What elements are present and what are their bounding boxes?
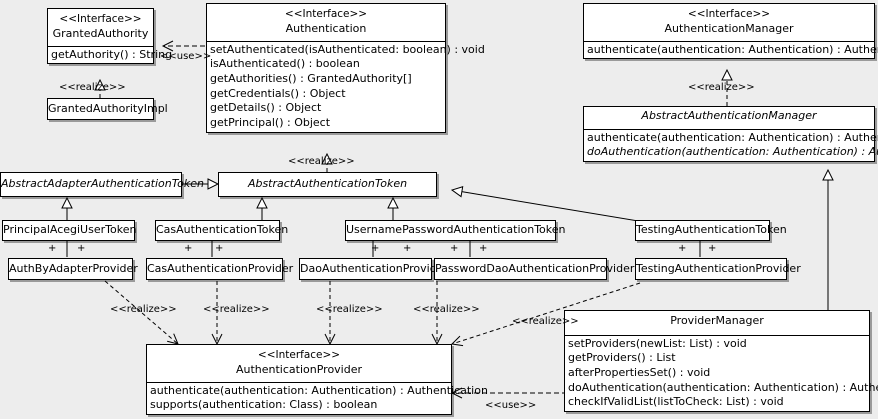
class-name: PasswordDaoAuthenticationProvider bbox=[435, 261, 635, 275]
class-granted-authority-impl[interactable]: GrantedAuthorityImpl bbox=[47, 98, 168, 120]
method-item: supports(authentication: Class) : boolea… bbox=[150, 398, 378, 412]
class-name: AuthenticationManager bbox=[664, 22, 794, 36]
method-item: isAuthenticated() : boolean bbox=[210, 57, 360, 71]
method-item: getProviders() : List bbox=[568, 351, 676, 365]
class-name: TestingAuthenticationToken bbox=[636, 223, 787, 237]
class-dao-authentication-provider[interactable]: DaoAuthenticationProvider bbox=[299, 258, 448, 280]
edge-label-realize-abstractauthenticationmanager: <<realize>> bbox=[688, 82, 755, 93]
class-name: Authentication bbox=[285, 22, 367, 36]
class-name: CasAuthenticationProvider bbox=[147, 261, 294, 275]
class-abstract-authentication-token[interactable]: AbstractAuthenticationToken bbox=[218, 172, 437, 197]
method-compartment: getAuthority() : String bbox=[48, 45, 173, 64]
class-authentication-provider[interactable]: <<Interface>> AuthenticationProvider aut… bbox=[146, 344, 488, 415]
multiplicity-marker: + bbox=[371, 243, 380, 254]
stereotype-label: <<Interface>> bbox=[257, 349, 341, 361]
class-name: TestingAuthenticationProvider bbox=[636, 261, 801, 275]
class-name: GrantedAuthority bbox=[52, 27, 149, 41]
stereotype-label: <<Interface>> bbox=[687, 8, 771, 20]
class-cas-authentication-provider[interactable]: CasAuthenticationProvider bbox=[146, 258, 294, 280]
method-item: authenticate(authentication: Authenticat… bbox=[150, 383, 488, 397]
class-password-dao-authentication-provider[interactable]: PasswordDaoAuthenticationProvider bbox=[434, 258, 635, 280]
class-name: AuthByAdapterProvider bbox=[9, 261, 138, 275]
class-name: DaoAuthenticationProvider bbox=[300, 261, 448, 275]
class-name: AuthenticationProvider bbox=[235, 363, 363, 377]
edge-label-realize-testing: <<realize>> bbox=[512, 316, 579, 327]
method-item: getDetails() : Object bbox=[210, 101, 322, 115]
class-name: AbstractAuthenticationToken bbox=[247, 177, 408, 191]
edge-label-realize-cas: <<realize>> bbox=[203, 304, 270, 315]
class-cas-authentication-token[interactable]: CasAuthenticationToken bbox=[155, 220, 289, 241]
class-header: ProviderManager bbox=[565, 311, 869, 335]
class-name: CasAuthenticationToken bbox=[156, 223, 289, 237]
class-name: GrantedAuthorityImpl bbox=[48, 101, 168, 115]
method-item: doAuthentication(authentication: Authent… bbox=[587, 145, 878, 159]
edge-label-realize-passworddao: <<realize>> bbox=[413, 304, 480, 315]
method-item: getPrincipal() : Object bbox=[210, 115, 331, 129]
class-name: AbstractAdapterAuthenticationToken bbox=[1, 177, 204, 191]
edge-label-realize-dao: <<realize>> bbox=[316, 304, 383, 315]
class-abstract-adapter-authentication-token[interactable]: AbstractAdapterAuthenticationToken bbox=[0, 172, 204, 197]
edge-label-use-authentication-grantedauthority: <<use>> bbox=[160, 51, 212, 62]
class-username-password-authentication-token[interactable]: UsernamePasswordAuthenticationToken bbox=[345, 220, 566, 241]
method-compartment: setProviders(newList: List) : void getPr… bbox=[565, 334, 878, 411]
class-header: AbstractAuthenticationManager bbox=[584, 107, 874, 129]
multiplicity-marker: + bbox=[479, 243, 488, 254]
edge-label-realize-authbyadapter: <<realize>> bbox=[110, 304, 177, 315]
multiplicity-marker: + bbox=[678, 243, 687, 254]
method-item: doAuthentication(authentication: Authent… bbox=[568, 380, 878, 394]
method-item: getCredentials() : Object bbox=[210, 86, 346, 100]
multiplicity-marker: + bbox=[215, 243, 224, 254]
class-authentication-manager[interactable]: <<Interface>> AuthenticationManager auth… bbox=[583, 3, 878, 60]
multiplicity-marker: + bbox=[450, 243, 459, 254]
method-item: setProviders(newList: List) : void bbox=[568, 336, 747, 350]
multiplicity-marker: + bbox=[403, 243, 412, 254]
method-item: authenticate(authentication: Authenticat… bbox=[587, 42, 878, 56]
class-name: PrincipalAcegiUserToken bbox=[3, 223, 137, 237]
multiplicity-marker: + bbox=[184, 243, 193, 254]
stereotype-label: <<Interface>> bbox=[59, 13, 142, 25]
class-principal-acegi-user-token[interactable]: PrincipalAcegiUserToken bbox=[2, 220, 137, 241]
class-authentication[interactable]: <<Interface>> Authentication setAuthenti… bbox=[206, 3, 485, 133]
class-header: <<Interface>> GrantedAuthority bbox=[48, 9, 153, 46]
class-name: ProviderManager bbox=[670, 314, 764, 327]
multiplicity-marker: + bbox=[77, 243, 86, 254]
method-compartment: authenticate(authentication: Authenticat… bbox=[584, 40, 878, 59]
multiplicity-marker: + bbox=[708, 243, 717, 254]
class-header: <<Interface>> Authentication bbox=[207, 4, 445, 41]
edge-label-use-providermanager-authenticationprovider: <<use>> bbox=[485, 400, 537, 411]
stereotype-label: <<Interface>> bbox=[284, 8, 368, 20]
edge-label-realize-grantedauthorityimpl: <<realize>> bbox=[59, 82, 126, 93]
method-item: setAuthenticated(isAuthenticated: boolea… bbox=[210, 42, 485, 56]
class-name: UsernamePasswordAuthenticationToken bbox=[346, 223, 566, 237]
class-name: AbstractAuthenticationManager bbox=[641, 109, 817, 122]
class-header: <<Interface>> AuthenticationProvider bbox=[147, 345, 451, 382]
class-testing-authentication-token[interactable]: TestingAuthenticationToken bbox=[635, 220, 787, 241]
class-header: <<Interface>> AuthenticationManager bbox=[584, 4, 874, 41]
class-provider-manager[interactable]: ProviderManager setProviders(newList: Li… bbox=[564, 310, 878, 412]
method-item: authenticate(authentication: Authenticat… bbox=[587, 130, 878, 144]
method-item: afterPropertiesSet() : void bbox=[568, 365, 711, 379]
method-item: getAuthority() : String bbox=[51, 47, 173, 61]
method-compartment: authenticate(authentication: Authenticat… bbox=[584, 128, 878, 161]
class-abstract-authentication-manager[interactable]: AbstractAuthenticationManager authentica… bbox=[583, 106, 878, 162]
class-testing-authentication-provider[interactable]: TestingAuthenticationProvider bbox=[635, 258, 801, 280]
method-item: getAuthorities() : GrantedAuthority[] bbox=[210, 71, 412, 85]
class-auth-by-adapter-provider[interactable]: AuthByAdapterProvider bbox=[8, 258, 138, 280]
method-compartment: setAuthenticated(isAuthenticated: boolea… bbox=[207, 40, 485, 132]
method-item: checkIfValidList(listToCheck: List) : vo… bbox=[568, 395, 784, 409]
method-compartment: authenticate(authentication: Authenticat… bbox=[147, 381, 488, 414]
multiplicity-marker: + bbox=[48, 243, 57, 254]
class-granted-authority[interactable]: <<Interface>> GrantedAuthority getAuthor… bbox=[47, 8, 173, 65]
edge-label-realize-abstractauthenticationtoken: <<realize>> bbox=[288, 156, 355, 167]
